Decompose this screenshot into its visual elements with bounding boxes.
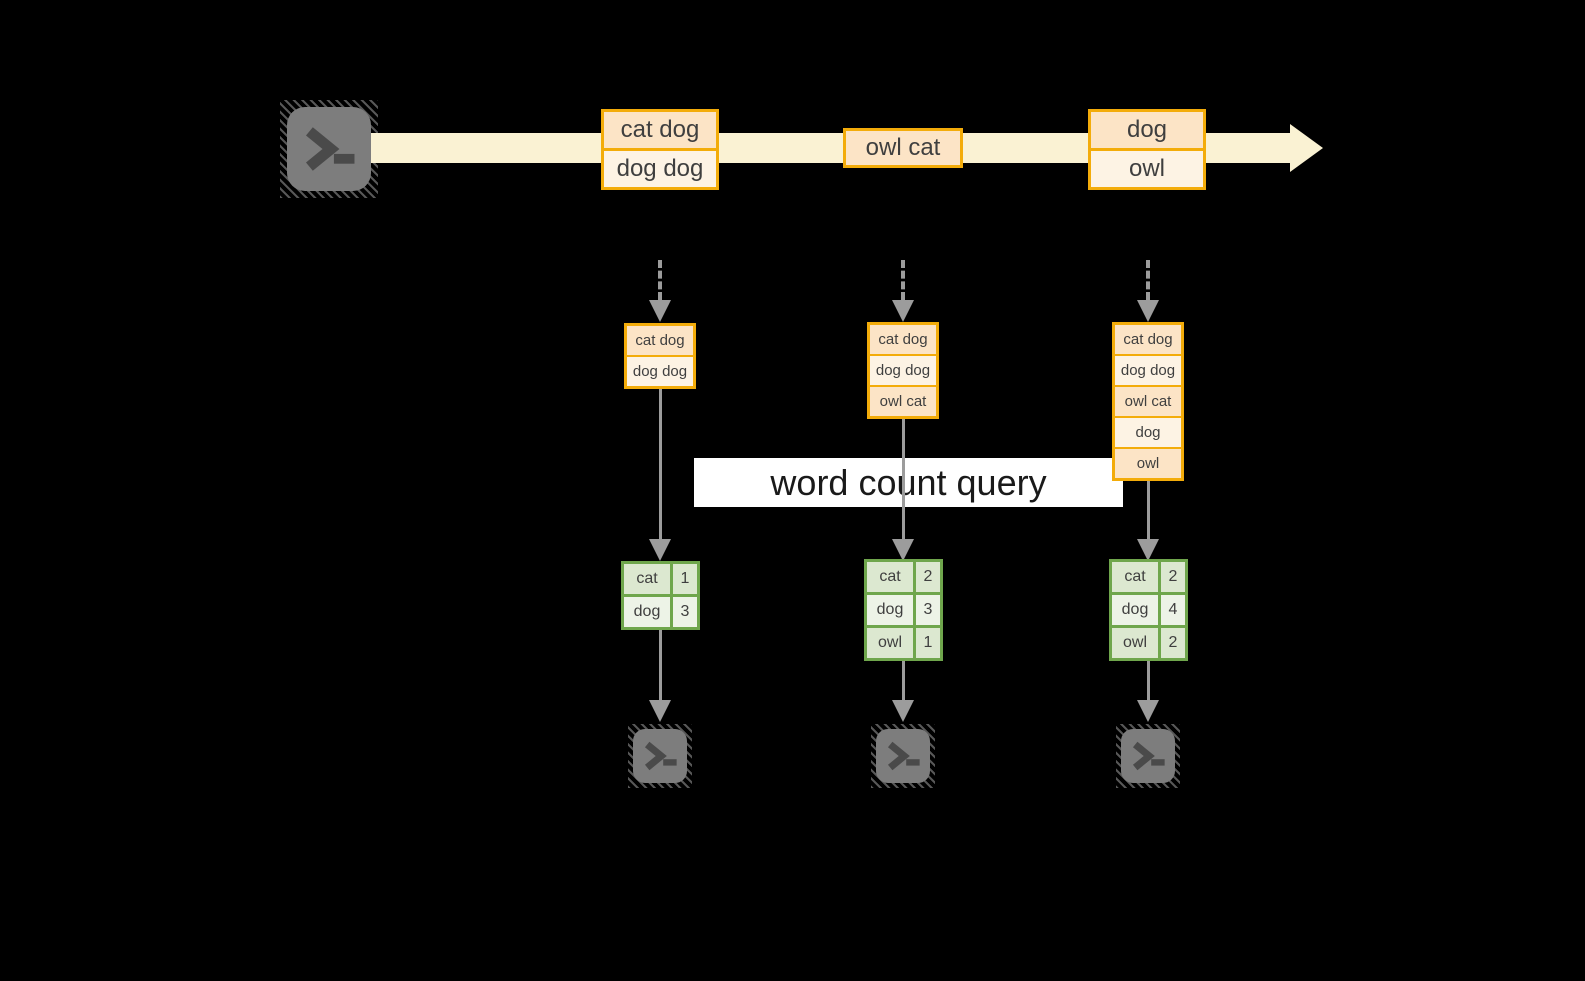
prompt-glyph bbox=[644, 741, 677, 771]
count-cell: 2 bbox=[1158, 562, 1185, 592]
arrowhead-icon bbox=[649, 700, 671, 722]
table-row: dog 3 bbox=[624, 594, 697, 627]
dashed-arrow bbox=[658, 260, 662, 300]
count-cell: 2 bbox=[1158, 628, 1185, 658]
prompt-glyph bbox=[887, 741, 920, 771]
buffer-line: dog dog bbox=[870, 354, 936, 385]
connector-line bbox=[902, 416, 905, 541]
dashed-arrow bbox=[901, 260, 905, 300]
buffer-line: cat dog bbox=[1115, 325, 1181, 354]
stream-event-box: cat dog dog dog bbox=[601, 109, 719, 190]
prompt-glyph bbox=[305, 127, 355, 171]
query-label: word count query bbox=[694, 458, 1123, 507]
buffer-line: dog dog bbox=[627, 355, 693, 386]
buffer-line: cat dog bbox=[870, 325, 936, 354]
arrowhead-icon bbox=[892, 300, 914, 322]
arrowhead-icon bbox=[649, 300, 671, 322]
word-cell: dog bbox=[1121, 601, 1149, 618]
table-row: dog 4 bbox=[1112, 592, 1185, 625]
buffer-line: dog bbox=[1115, 416, 1181, 447]
table-row: owl 1 bbox=[867, 625, 940, 658]
count-table: cat 2 dog 3 owl 1 bbox=[864, 559, 943, 661]
arrowhead-icon bbox=[892, 539, 914, 561]
table-row: dog 3 bbox=[867, 592, 940, 625]
count-table: cat 2 dog 4 owl 2 bbox=[1109, 559, 1188, 661]
count-cell: 3 bbox=[913, 595, 940, 625]
table-row: cat 2 bbox=[1112, 562, 1185, 592]
word-cell: cat bbox=[1124, 568, 1146, 585]
stream-event-box: owl cat bbox=[843, 128, 963, 168]
arrowhead-icon bbox=[1137, 300, 1159, 322]
table-row: owl 2 bbox=[1112, 625, 1185, 658]
arrowhead-icon bbox=[1137, 539, 1159, 561]
word-cell: owl bbox=[877, 634, 902, 651]
count-table: cat 1 dog 3 bbox=[621, 561, 700, 630]
dashed-arrow bbox=[1146, 260, 1150, 300]
connector-line bbox=[659, 389, 662, 541]
event-line: dog bbox=[1091, 112, 1203, 148]
event-line: cat dog bbox=[604, 112, 716, 148]
prompt-glyph bbox=[1132, 741, 1165, 771]
stream-event-box: dog owl bbox=[1088, 109, 1206, 190]
arrowhead-icon bbox=[649, 539, 671, 561]
connector-line bbox=[1147, 661, 1150, 700]
arrowhead-icon bbox=[1137, 700, 1159, 722]
terminal-icon bbox=[280, 100, 378, 198]
event-line: owl cat bbox=[846, 131, 960, 165]
buffer-line: owl bbox=[1115, 447, 1181, 478]
connector-line bbox=[659, 630, 662, 700]
word-cell: cat bbox=[636, 570, 658, 587]
word-cell: owl bbox=[1122, 634, 1147, 651]
arrowhead-icon bbox=[892, 700, 914, 722]
count-cell: 2 bbox=[913, 562, 940, 592]
buffer-line: owl cat bbox=[870, 385, 936, 416]
buffer-line: cat dog bbox=[627, 326, 693, 355]
event-line: owl bbox=[1091, 148, 1203, 187]
table-row: cat 2 bbox=[867, 562, 940, 592]
stream-arrowhead-icon bbox=[1290, 124, 1323, 172]
connector-line bbox=[1147, 481, 1150, 541]
count-cell: 1 bbox=[670, 564, 697, 594]
terminal-icon bbox=[871, 724, 935, 788]
terminal-icon bbox=[628, 724, 692, 788]
count-cell: 1 bbox=[913, 628, 940, 658]
buffer-line: owl cat bbox=[1115, 385, 1181, 416]
terminal-icon bbox=[1116, 724, 1180, 788]
state-buffer: cat dog dog dog owl cat dog owl bbox=[1112, 322, 1184, 481]
count-cell: 4 bbox=[1158, 595, 1185, 625]
word-cell: dog bbox=[633, 603, 661, 620]
event-line: dog dog bbox=[604, 148, 716, 187]
state-buffer: cat dog dog dog bbox=[624, 323, 696, 389]
state-buffer: cat dog dog dog owl cat bbox=[867, 322, 939, 419]
word-cell: dog bbox=[876, 601, 904, 618]
buffer-line: dog dog bbox=[1115, 354, 1181, 385]
word-cell: cat bbox=[879, 568, 901, 585]
connector-line bbox=[902, 661, 905, 700]
count-cell: 3 bbox=[670, 597, 697, 627]
table-row: cat 1 bbox=[624, 564, 697, 594]
